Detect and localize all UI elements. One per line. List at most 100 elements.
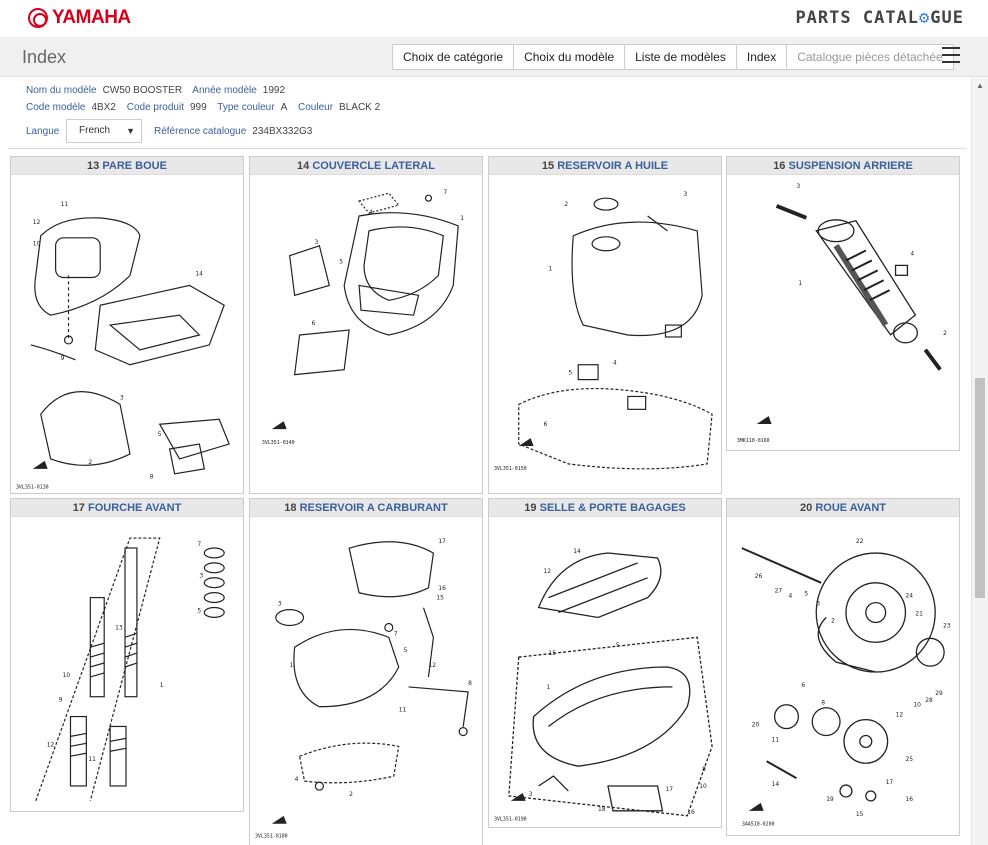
svg-text:3: 3 xyxy=(816,601,820,608)
catalogue-title-part-a: PARTS CATAL xyxy=(795,8,920,28)
card-title[interactable]: 16 SUSPENSION ARRIERE xyxy=(727,157,959,175)
card-title[interactable]: 13 PARE BOUE xyxy=(11,157,243,175)
svg-text:1: 1 xyxy=(798,280,802,287)
card-name[interactable]: PARE BOUE xyxy=(102,160,167,172)
svg-text:23: 23 xyxy=(943,622,951,629)
arrow-up-icon[interactable]: ▲ xyxy=(976,81,984,90)
svg-text:3: 3 xyxy=(796,183,800,190)
svg-text:6: 6 xyxy=(311,320,315,327)
model-year-label: Année modèle xyxy=(192,85,257,96)
svg-text:5: 5 xyxy=(616,642,620,649)
svg-text:8: 8 xyxy=(821,700,825,707)
tab-model-choice[interactable]: Choix du modèle xyxy=(514,45,626,69)
svg-text:24: 24 xyxy=(905,593,913,600)
catalogue-title-part-b: GUE xyxy=(930,8,964,28)
card-name[interactable]: FOURCHE AVANT xyxy=(88,502,182,514)
color-label: Couleur xyxy=(298,102,334,113)
svg-text:28: 28 xyxy=(925,697,933,704)
color-value: BLACK 2 xyxy=(339,102,381,113)
svg-text:21: 21 xyxy=(915,611,923,618)
svg-text:11: 11 xyxy=(772,736,780,743)
page-scrollbar[interactable]: ▲ xyxy=(971,78,988,845)
card-number: 18 xyxy=(284,502,297,514)
card-name[interactable]: COUVERCLE LATERAL xyxy=(312,160,435,172)
svg-text:12: 12 xyxy=(428,662,436,669)
svg-text:4: 4 xyxy=(613,360,617,367)
scroll-thumb[interactable] xyxy=(975,378,985,598)
card-number: 17 xyxy=(72,502,85,514)
svg-text:18: 18 xyxy=(598,806,606,813)
diagram-code: 3VL351-0140 xyxy=(262,440,295,446)
svg-text:12: 12 xyxy=(33,219,41,226)
svg-text:3: 3 xyxy=(199,573,203,580)
svg-text:3: 3 xyxy=(278,601,282,608)
card-name[interactable]: RESERVOIR A HUILE xyxy=(557,160,669,172)
yamaha-emblem-icon xyxy=(28,8,48,28)
svg-text:14: 14 xyxy=(772,781,780,788)
svg-text:13: 13 xyxy=(115,624,123,631)
svg-text:2: 2 xyxy=(831,617,835,624)
card-number: 16 xyxy=(773,160,786,172)
card-title[interactable]: 14 COUVERCLE LATERAL xyxy=(250,157,482,175)
hamburger-icon[interactable] xyxy=(942,47,960,63)
svg-text:11: 11 xyxy=(399,707,407,714)
card-title[interactable]: 20 ROUE AVANT xyxy=(727,499,959,517)
navigation-bar: Index Choix de catégorie Choix du modèle… xyxy=(0,37,988,77)
card-number: 20 xyxy=(800,502,813,514)
yamaha-logo[interactable]: YAMAHA xyxy=(28,7,131,29)
card-name[interactable]: SELLE & PORTE BAGAGES xyxy=(539,502,686,514)
tab-category[interactable]: Choix de catégorie xyxy=(393,45,515,69)
card-title[interactable]: 18 RESERVOIR A CARBURANT xyxy=(250,499,482,517)
tab-parts-catalogue[interactable]: Catalogue pièces détachée xyxy=(787,45,953,69)
product-code-value: 999 xyxy=(190,102,207,113)
svg-text:12: 12 xyxy=(544,568,552,575)
svg-text:4: 4 xyxy=(295,776,299,783)
language-select[interactable]: French ▼ xyxy=(66,119,142,143)
tab-index[interactable]: Index xyxy=(736,45,788,69)
card-name[interactable]: ROUE AVANT xyxy=(815,502,886,514)
svg-text:17: 17 xyxy=(886,779,894,786)
card-name[interactable]: RESERVOIR A CARBURANT xyxy=(299,502,448,514)
svg-text:1: 1 xyxy=(460,215,464,222)
tab-model-list[interactable]: Liste de modèles xyxy=(625,45,737,69)
color-type-label: Type couleur xyxy=(217,102,275,113)
svg-text:10: 10 xyxy=(699,783,707,790)
svg-text:3: 3 xyxy=(314,239,318,246)
card-title[interactable]: 19 SELLE & PORTE BAGAGES xyxy=(489,499,721,517)
svg-text:5: 5 xyxy=(197,607,201,614)
svg-text:10: 10 xyxy=(913,702,921,709)
parts-catalogue-title: PARTS CATAL⚙GUE xyxy=(795,8,964,28)
info-row-language: Langue xyxy=(26,126,65,137)
card-name[interactable]: SUSPENSION ARRIERE xyxy=(788,160,913,172)
color-type-value: A xyxy=(280,102,288,113)
card-title[interactable]: 17 FOURCHE AVANT xyxy=(11,499,243,517)
svg-text:4: 4 xyxy=(369,209,373,216)
language-selected-value: French xyxy=(79,125,111,136)
diagram-code: 3VL351-0150 xyxy=(494,466,527,472)
diagram-code: 3VL351-0130 xyxy=(16,485,49,491)
card-number: 19 xyxy=(524,502,537,514)
card-title[interactable]: 15 RESERVOIR A HUILE xyxy=(489,157,721,175)
svg-text:8: 8 xyxy=(468,680,472,687)
